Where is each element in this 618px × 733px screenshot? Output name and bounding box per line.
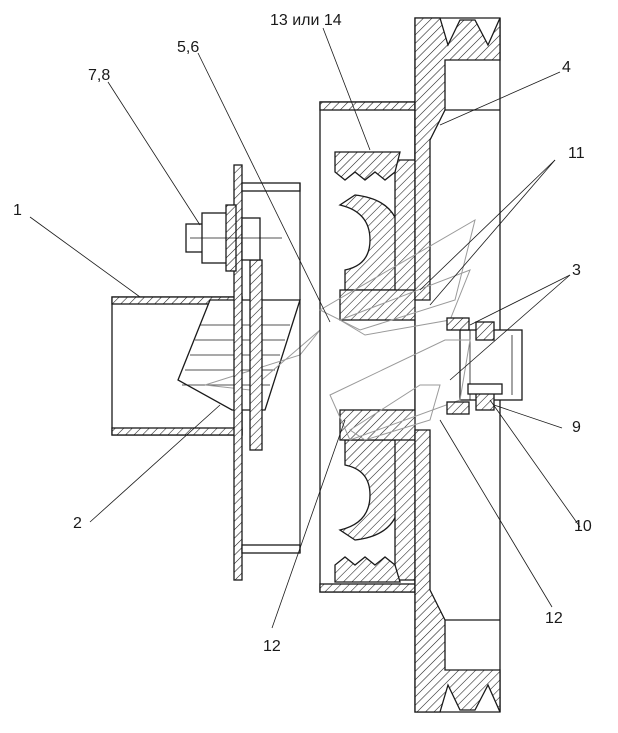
callout-labels: 1 2 3 4 5,6 7,8 9 10 11 12 12 13 или 14 [13,12,592,655]
part-13-14-belt [334,151,401,583]
label-5-6: 5,6 [177,39,199,56]
label-10: 10 [574,518,592,535]
label-2: 2 [73,515,82,532]
label-4: 4 [562,59,571,76]
label-7-8: 7,8 [88,67,110,84]
label-9: 9 [572,419,581,436]
part-4-pulley [414,17,501,713]
part-7-8-bolt [185,204,282,272]
part-3-cutouts [329,339,471,441]
label-11: 11 [568,145,585,162]
leader-lines [29,27,581,629]
label-13-14: 13 или 14 [270,12,342,29]
label-12-right: 12 [545,610,563,627]
part-9-10-nut [467,321,503,411]
part-12-seals [446,317,470,415]
mounting-plate [233,164,301,581]
label-3: 3 [572,262,581,279]
label-1: 1 [13,202,22,219]
pulley-housing [319,101,461,593]
label-12-left: 12 [263,638,281,655]
